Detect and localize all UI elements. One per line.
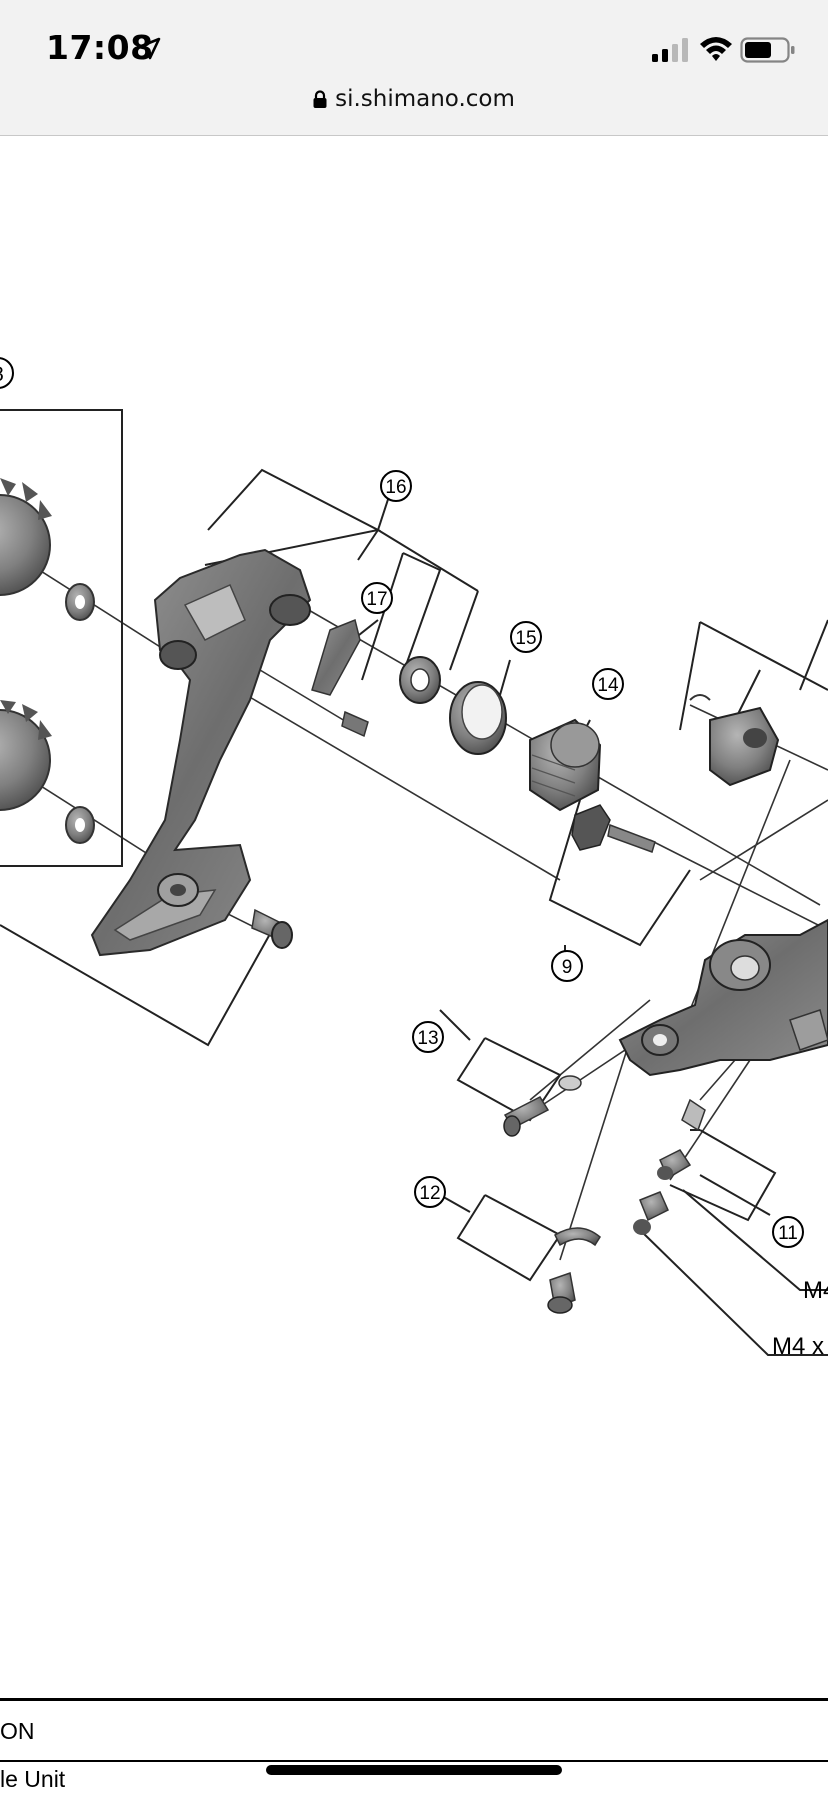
callout-16: 16 [380, 470, 412, 502]
part-17-plate [311, 618, 361, 696]
cellular-signal-icon [652, 38, 688, 62]
tension-bolt [251, 908, 293, 949]
battery-icon [740, 37, 795, 63]
part-14-spring-drum [529, 718, 602, 812]
small-hardware [503, 1075, 706, 1314]
callout-11: 11 [772, 1216, 804, 1248]
label-m4-a: M4 [803, 1277, 828, 1304]
pulley-lower [0, 700, 95, 844]
table-row-rule [0, 1760, 828, 1762]
callout-brackets [0, 409, 828, 1356]
parts-table: ON le Unit [0, 1696, 828, 1792]
table-cell-row1: ON [0, 1718, 35, 1744]
part-9-cable-clamp [571, 804, 656, 853]
svg-text:14: 14 [597, 675, 619, 696]
table-top-rule [0, 1698, 828, 1701]
svg-text:11: 11 [778, 1223, 798, 1244]
derailleur-cage [90, 548, 312, 957]
pulley-upper [0, 478, 95, 621]
address-bar[interactable]: si.shimano.com [0, 86, 828, 122]
table-cell-row2: le Unit [0, 1766, 66, 1792]
callout-8: 8 [0, 357, 14, 389]
svg-text:15: 15 [515, 628, 536, 649]
callout-12: 12 [414, 1176, 446, 1208]
part-15-ring [449, 681, 507, 755]
status-bar: 17:08 si.shimano.com [0, 0, 828, 136]
svg-text:17: 17 [366, 589, 387, 610]
washer [399, 656, 441, 704]
diagram-svg: 8 16 17 15 14 9 13 12 [0, 357, 828, 1360]
svg-text:13: 13 [417, 1028, 438, 1049]
upper-link-part [689, 694, 780, 787]
svg-text:12: 12 [419, 1183, 440, 1204]
url-text: si.shimano.com [335, 86, 515, 112]
label-m4-b: M4 x [772, 1333, 824, 1360]
status-time: 17:08 [46, 28, 154, 67]
svg-text:16: 16 [385, 477, 406, 498]
callout-13: 13 [412, 1021, 444, 1053]
callout-9: 9 [551, 950, 583, 982]
home-indicator[interactable] [266, 1765, 562, 1775]
callout-15: 15 [510, 621, 542, 653]
bolt-size-labels: M4 M4 x [772, 1277, 828, 1360]
location-arrow-icon [137, 37, 161, 60]
wifi-icon [700, 37, 732, 61]
svg-text:8: 8 [0, 363, 4, 386]
exploded-parts-diagram[interactable]: 8 16 17 15 14 9 13 12 [0, 136, 828, 1696]
callout-14: 14 [592, 668, 624, 700]
callout-17: 17 [361, 582, 393, 614]
svg-text:9: 9 [562, 957, 573, 978]
callout-numbers: 8 16 17 15 14 9 13 12 [0, 357, 804, 1248]
lock-icon [313, 90, 327, 108]
derailleur-body [618, 918, 828, 1077]
small-pin [341, 710, 369, 738]
